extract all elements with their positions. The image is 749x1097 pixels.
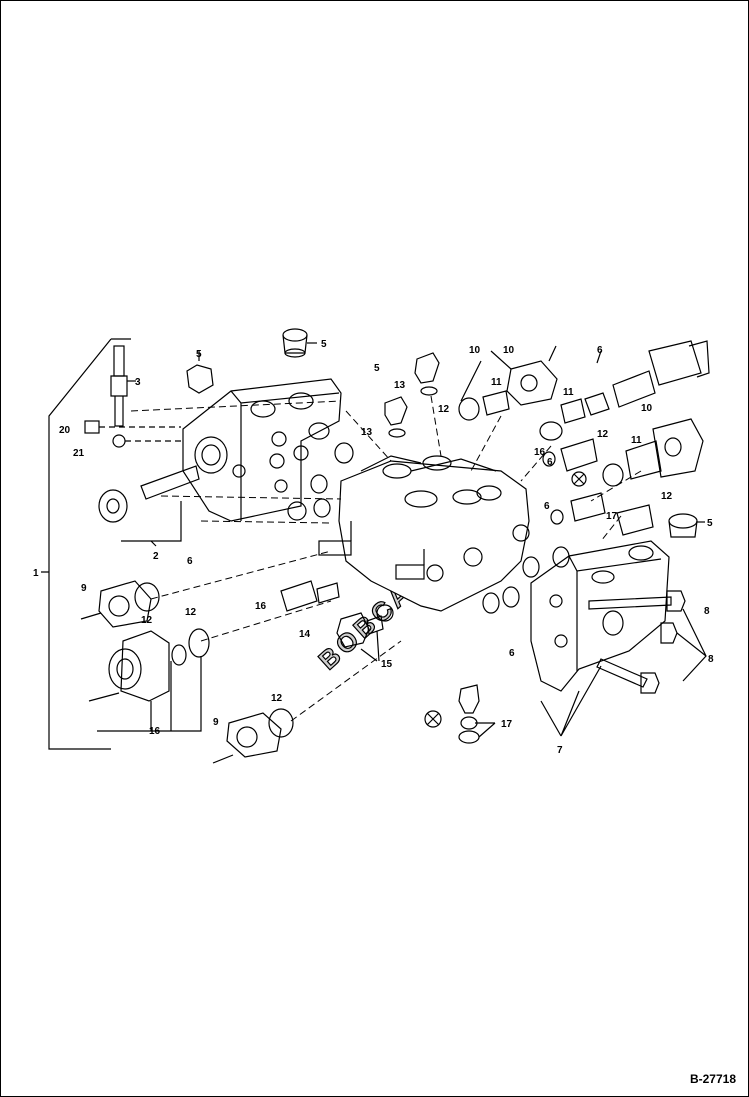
valve-section-right	[530, 540, 670, 692]
callout-9: 9	[213, 717, 219, 728]
callout-7: 7	[557, 745, 563, 756]
callout-12: 12	[185, 607, 197, 618]
part-item-16-cartridge	[280, 580, 340, 612]
callout-20: 20	[59, 425, 71, 436]
o-ring	[171, 644, 187, 666]
bracket-item-1	[41, 338, 131, 750]
o-ring	[539, 421, 563, 441]
callout-10: 10	[641, 403, 653, 414]
callout-9: 9	[81, 583, 87, 594]
o-ring	[542, 451, 556, 467]
part-item-17	[458, 684, 480, 744]
part-item-16-housing	[88, 630, 170, 702]
callout-8: 8	[708, 654, 714, 665]
o-ring	[602, 463, 624, 487]
callout-12: 12	[438, 404, 450, 415]
callout-15: 15	[381, 659, 393, 670]
callout-10: 10	[469, 345, 481, 356]
part-item-13	[384, 352, 440, 438]
callout-12: 12	[141, 615, 153, 626]
part-item-2-spool	[98, 465, 200, 523]
valve-section-left	[182, 378, 342, 522]
callout-5: 5	[374, 363, 380, 374]
part-item-9-cap	[212, 712, 282, 764]
o-ring	[376, 604, 394, 622]
callout-5: 5	[321, 339, 327, 350]
callout-13: 13	[394, 380, 406, 391]
callout-6: 6	[509, 648, 515, 659]
callout-10: 10	[503, 345, 515, 356]
part-item-15	[336, 612, 384, 648]
cartridge-assembly-mid	[560, 418, 704, 536]
o-ring	[458, 397, 480, 421]
o-ring	[308, 422, 330, 440]
callout-21: 21	[73, 448, 85, 459]
callout-6: 6	[187, 556, 193, 567]
part-item-20	[84, 420, 100, 434]
callout-12: 12	[597, 429, 609, 440]
plug-marker	[424, 710, 442, 728]
plug-marker	[571, 471, 587, 487]
o-ring	[522, 556, 540, 578]
o-ring	[482, 592, 500, 614]
part-item-5-plug	[282, 328, 308, 358]
o-ring	[552, 546, 570, 568]
callout-17: 17	[501, 719, 513, 730]
callout-3: 3	[135, 377, 141, 388]
o-ring	[134, 582, 160, 612]
callout-14: 14	[299, 629, 311, 640]
part-item-5-plug	[186, 364, 214, 394]
callout-5: 5	[707, 518, 713, 529]
part-item-9-cap	[80, 580, 152, 628]
callout-11: 11	[631, 435, 642, 446]
cartridge-assembly-top	[482, 340, 710, 424]
callout-labels: 1 2 3 5 5 5 5 6 6 6 6 6 7 8 8 9 9 10 10 …	[33, 339, 714, 756]
o-ring	[188, 628, 210, 658]
o-ring	[550, 509, 564, 525]
callout-8: 8	[704, 606, 710, 617]
part-item-21	[112, 434, 126, 448]
o-ring	[268, 708, 294, 738]
o-ring	[287, 501, 307, 521]
valve-body-main	[318, 455, 530, 612]
callout-12: 12	[271, 693, 283, 704]
callout-16: 16	[255, 601, 267, 612]
callout-6: 6	[544, 501, 550, 512]
callout-12: 12	[661, 491, 673, 502]
o-ring	[310, 474, 328, 494]
callout-5: 5	[196, 349, 202, 360]
callout-2: 2	[153, 551, 159, 562]
part-item-8-bolt	[588, 590, 686, 694]
figure-reference: B-27718	[689, 1072, 736, 1086]
callout-16: 16	[534, 447, 546, 458]
callout-6: 6	[597, 345, 603, 356]
callout-17: 17	[606, 511, 618, 522]
part-item-3	[110, 345, 128, 427]
o-ring	[502, 586, 520, 608]
callout-6: 6	[547, 457, 553, 468]
o-ring	[313, 498, 331, 518]
callout-11: 11	[491, 377, 502, 388]
part-item-5-plug	[668, 513, 698, 538]
o-ring	[334, 442, 354, 464]
callout-1: 1	[33, 568, 39, 579]
callout-16: 16	[149, 726, 161, 737]
callout-11: 11	[563, 387, 574, 398]
callout-13: 13	[361, 427, 373, 438]
